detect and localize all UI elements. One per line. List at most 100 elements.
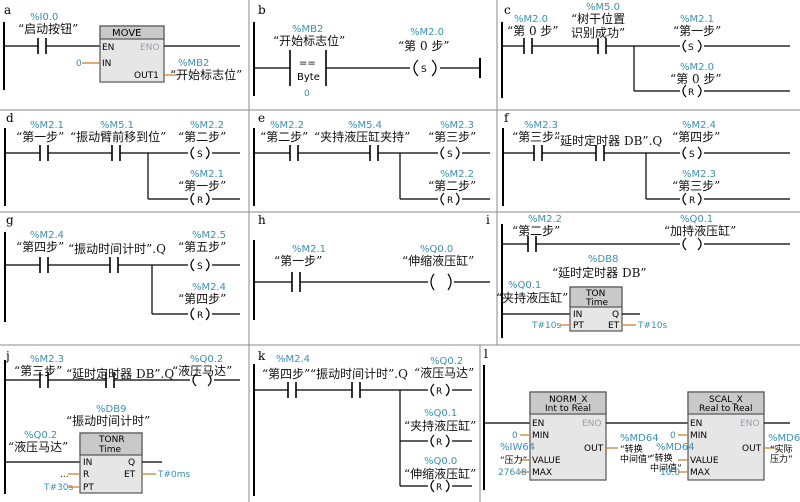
- coil3-address: %Q0.0: [424, 456, 457, 467]
- coil2-type: R: [447, 196, 453, 206]
- scal-pin-max: MAX: [690, 468, 710, 478]
- panel-label-c: c: [504, 3, 511, 17]
- pin-pt: PT: [83, 483, 94, 493]
- panel-label-h: h: [258, 213, 266, 227]
- contact2-label: “夹持液压缸夹持”: [314, 129, 410, 144]
- panel-label-b: b: [258, 3, 266, 17]
- ton-title: TON: [585, 289, 605, 299]
- coil3-label: “伸缩液压缸”: [404, 466, 476, 481]
- scal-value-address: %MD64: [656, 442, 695, 453]
- norm-value-label: “压力”: [500, 454, 527, 466]
- coil2-type: R: [197, 196, 203, 206]
- coil2-type: R: [436, 438, 442, 448]
- contact2-label: “振动时间计时”.Q: [68, 242, 166, 256]
- compare-operator: ==: [299, 58, 316, 69]
- compare-address: %MB2: [292, 24, 323, 35]
- coil2-address: %M2.2: [440, 169, 474, 180]
- contact1-label: “第四步”: [16, 240, 64, 254]
- timer-in-address: %Q0.1: [508, 280, 541, 291]
- panel-i-rung: [501, 224, 790, 338]
- panel-a-rung: [3, 22, 240, 90]
- contact-address: %M2.2: [528, 214, 562, 225]
- panel-d-rung: [4, 128, 240, 206]
- move-in-value: 0: [76, 59, 82, 69]
- pin-et: ET: [124, 470, 136, 480]
- compare-type: Byte: [297, 72, 320, 83]
- contact-address: %I0.0: [30, 12, 58, 23]
- contact2-label-line2: 识别成功”: [571, 26, 625, 40]
- timer-in-address: %Q0.2: [24, 430, 57, 441]
- pin-et: ET: [608, 321, 620, 331]
- contact2-label: “延时定时器 DB”.Q: [554, 133, 662, 148]
- scal-value-label-line2: 中间值”: [650, 462, 682, 474]
- coil1-type: S: [689, 150, 695, 160]
- scal-pin-out: OUT: [742, 444, 762, 454]
- pin-q: Q: [612, 310, 619, 320]
- panel-label-f: f: [504, 111, 510, 125]
- contact-label: “启动按钮”: [18, 21, 78, 36]
- coil1-address: %M2.1: [680, 14, 714, 25]
- contact1-address: %M2.3: [524, 120, 558, 131]
- coil2-label: “第四步”: [178, 292, 226, 306]
- scal-min-value: 0: [670, 431, 676, 441]
- coil1-address: %M2.3: [440, 120, 474, 131]
- pin-eno: ENO: [140, 43, 160, 53]
- panel-g-rung: [4, 232, 240, 322]
- coil1-label: “第四步”: [672, 130, 720, 144]
- ton-subtitle: Time: [585, 298, 608, 308]
- move-out-address: %MB2: [178, 58, 209, 69]
- panel-label-d: d: [6, 111, 14, 125]
- coil1-label: “第一步”: [673, 24, 721, 38]
- coil1-type: S: [447, 150, 453, 160]
- coil2-label: “第二步”: [428, 179, 476, 193]
- pin-pt: PT: [573, 321, 584, 331]
- timer-db-label: “振动时间计时”: [66, 414, 150, 428]
- scal-pin-min: MIN: [690, 431, 707, 441]
- contact1-label: “第一步”: [16, 130, 64, 144]
- contact2-address: %M5.0: [586, 2, 620, 13]
- panel-c-rung: [501, 22, 790, 98]
- coil2-label: “第三步”: [672, 179, 720, 193]
- contact1-address: %M2.1: [30, 120, 64, 131]
- coil1-type: R: [436, 387, 442, 397]
- panel-label-l: l: [484, 347, 488, 361]
- contact2-label: “振动时间计时”.Q: [310, 367, 408, 381]
- timer-et-value: T#0ms: [157, 470, 191, 480]
- timer-r-value: ...: [60, 470, 69, 480]
- contact1-address: %M2.0: [514, 14, 548, 25]
- norm-title: NORM_X: [549, 395, 588, 405]
- tonr-subtitle: Time: [98, 445, 121, 455]
- tonr-title: TONR: [98, 435, 125, 445]
- scal-value-label-line1: “转换: [650, 452, 673, 464]
- coil-address: %M2.0: [410, 27, 444, 38]
- norm-subtitle: Int to Real: [545, 404, 591, 414]
- pin-en: EN: [102, 43, 114, 53]
- coil1-type: S: [197, 262, 203, 272]
- move-out-label: “开始标志位”: [170, 67, 242, 82]
- coil1-type: S: [197, 150, 203, 160]
- coil-address: %Q0.0: [420, 244, 453, 255]
- scal-out-label-line2: 压力”: [770, 453, 793, 465]
- pin-in: IN: [573, 310, 582, 320]
- norm-pin-eno: ENO: [582, 419, 602, 429]
- scal-max-value: 10.0: [660, 468, 680, 478]
- norm-min-value: 0: [512, 431, 518, 441]
- coil-label: “加持液压缸”: [664, 223, 736, 238]
- coil-label: “第 0 步”: [398, 39, 450, 53]
- coil2-type: R: [197, 311, 203, 321]
- coil1-label: “第五步”: [178, 240, 226, 254]
- move-block-title: MOVE: [112, 28, 141, 39]
- coil-type: S: [421, 65, 427, 75]
- contact1-label: “第三步”: [512, 130, 560, 144]
- contact1-label: “第二步”: [260, 130, 308, 144]
- contact1-address: %M2.2: [270, 120, 304, 131]
- coil3-type: R: [436, 483, 442, 493]
- timer-db-address: %DB9: [96, 404, 126, 415]
- norm-pin-en: EN: [532, 419, 544, 429]
- timer-pt-value: T#30s: [43, 483, 73, 493]
- coil-address: %Q0.2: [190, 354, 223, 365]
- scal-subtitle: Real to Real: [699, 404, 753, 414]
- coil1-address: %M2.5: [192, 230, 226, 241]
- coil1-type: S: [688, 43, 694, 53]
